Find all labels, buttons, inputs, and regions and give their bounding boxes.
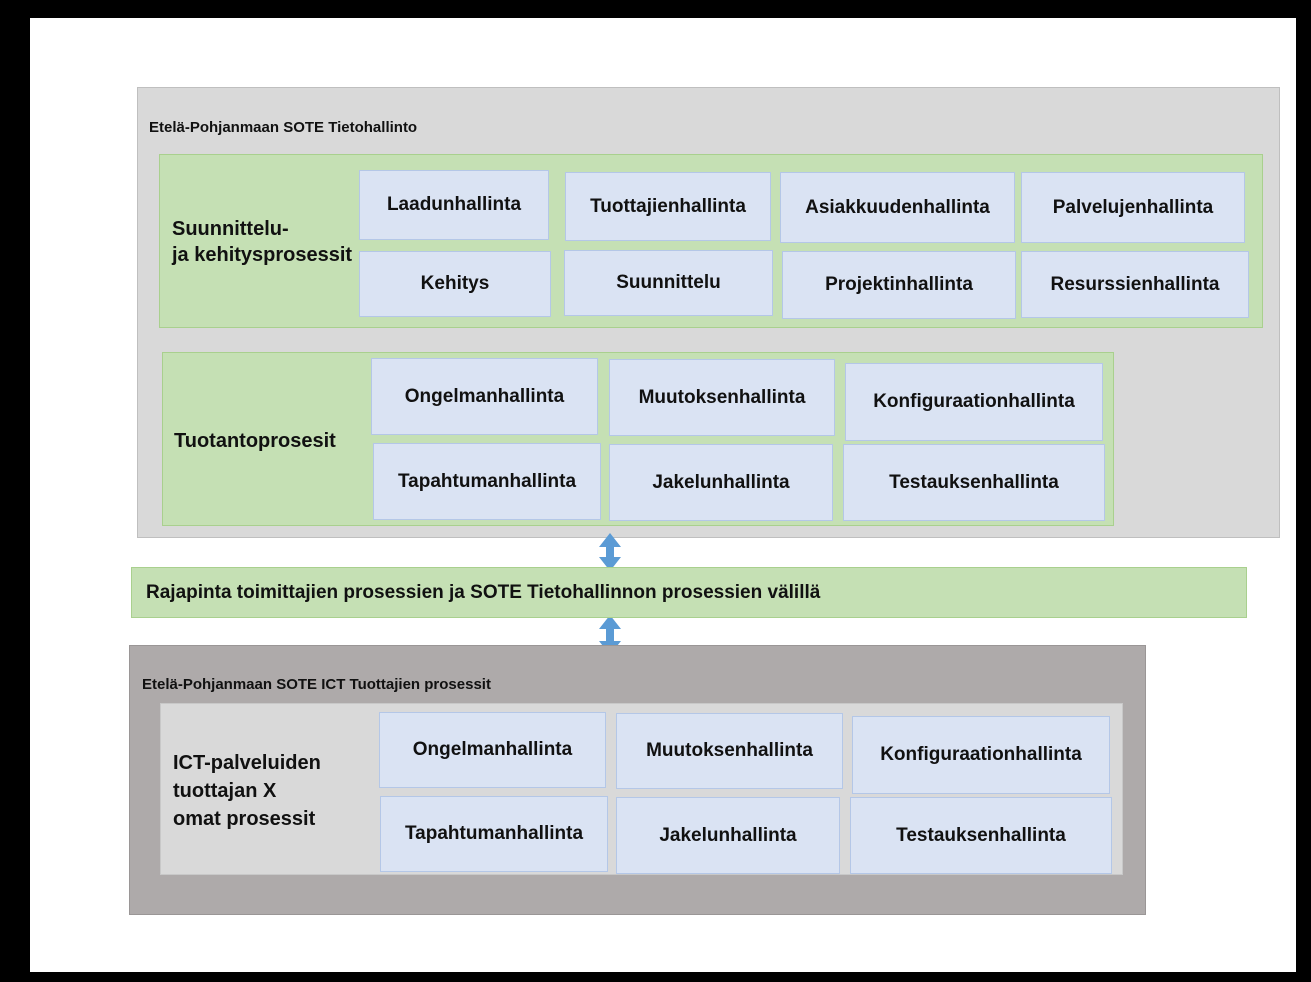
planning-group-label: Suunnittelu- ja kehitysprosessit bbox=[172, 216, 352, 268]
box-asiakkuudenhallinta: Asiakkuudenhallinta bbox=[780, 172, 1015, 243]
box-projektinhallinta: Projektinhallinta bbox=[782, 251, 1016, 319]
box-tapahtumanhallinta: Tapahtumanhallinta bbox=[373, 443, 601, 520]
provider-group-label: ICT-palveluiden tuottajan X omat prosess… bbox=[173, 749, 321, 833]
box-muutoksenhallinta: Muutoksenhallinta bbox=[609, 359, 835, 436]
box-tapahtumanhallinta: Tapahtumanhallinta bbox=[380, 796, 608, 872]
box-testauksenhallinta: Testauksenhallinta bbox=[843, 444, 1105, 521]
box-suunnittelu: Suunnittelu bbox=[564, 250, 773, 316]
double-arrow-icon bbox=[599, 533, 621, 571]
provider-label-line1: ICT-palveluiden bbox=[173, 752, 321, 774]
box-laadunhallinta: Laadunhallinta bbox=[359, 170, 549, 240]
bottom-panel-title: Etelä-Pohjanmaan SOTE ICT Tuottajien pro… bbox=[142, 676, 491, 693]
box-ongelmanhallinta: Ongelmanhallinta bbox=[371, 358, 598, 435]
box-palvelujenhallinta: Palvelujenhallinta bbox=[1021, 172, 1245, 243]
top-panel-title: Etelä-Pohjanmaan SOTE Tietohallinto bbox=[149, 119, 418, 136]
provider-label-line3: omat prosessit bbox=[173, 808, 316, 830]
box-testauksenhallinta: Testauksenhallinta bbox=[850, 797, 1112, 874]
planning-label-line2: ja kehitysprosessit bbox=[172, 244, 353, 266]
box-konfiguraationhallinta: Konfiguraationhallinta bbox=[845, 363, 1103, 441]
box-konfiguraationhallinta: Konfiguraationhallinta bbox=[852, 716, 1110, 794]
interface-band: Rajapinta toimittajien prosessien ja SOT… bbox=[131, 567, 1247, 618]
box-kehitys: Kehitys bbox=[359, 251, 551, 317]
box-tuottajienhallinta: Tuottajienhallinta bbox=[565, 172, 771, 241]
planning-label-line1: Suunnittelu- bbox=[172, 218, 289, 240]
box-resurssienhallinta: Resurssienhallinta bbox=[1021, 251, 1249, 318]
provider-label-line2: tuottajan X bbox=[173, 780, 277, 802]
production-group-label: Tuotantoprosesit bbox=[174, 430, 336, 452]
box-muutoksenhallinta: Muutoksenhallinta bbox=[616, 713, 843, 789]
box-ongelmanhallinta: Ongelmanhallinta bbox=[379, 712, 606, 788]
box-jakelunhallinta: Jakelunhallinta bbox=[609, 444, 833, 521]
box-jakelunhallinta: Jakelunhallinta bbox=[616, 797, 840, 874]
